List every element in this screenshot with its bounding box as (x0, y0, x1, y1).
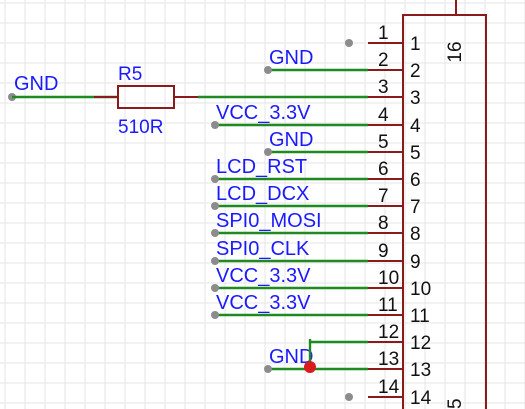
pin-row-14[interactable]: 14 14 (345, 377, 432, 409)
net-endpoint-11[interactable] (211, 311, 219, 319)
pin-row-9[interactable]: 99 SPI0_CLK (211, 238, 421, 273)
net-endpoint-9[interactable] (211, 257, 219, 265)
resistor-designator: R5 (118, 64, 142, 85)
net-endpoint-2[interactable] (264, 66, 272, 74)
net-label-10: VCC_3.3V (216, 265, 311, 287)
net-label-7: LCD_DCX (216, 183, 309, 205)
part-rotated-label-16: 16 (445, 41, 466, 62)
pin-row-2[interactable]: 22 GND (264, 47, 421, 82)
pin-number-2: 2 (378, 50, 389, 71)
pin-number-3: 3 (378, 77, 389, 98)
net-endpoint-7[interactable] (211, 202, 219, 210)
net-label-5: GND (269, 129, 313, 151)
pin-name-13: 13 (410, 360, 431, 381)
net-label-11: VCC_3.3V (216, 292, 311, 314)
left-gnd-label: GND (14, 73, 58, 95)
pin-number-4: 4 (378, 105, 389, 126)
pin-name-5: 5 (410, 143, 421, 164)
pin-name-2: 2 (410, 61, 421, 82)
net-label-9: SPI0_CLK (216, 238, 310, 260)
pin-name-14: 14 (410, 388, 432, 409)
pin-endpoint-14[interactable] (345, 393, 353, 401)
net-endpoint-6[interactable] (211, 175, 219, 183)
pin-row-4[interactable]: 44 VCC_3.3V (211, 102, 421, 137)
pin-name-10: 10 (410, 279, 431, 300)
pin-name-12: 12 (410, 333, 431, 354)
resistor-value: 510R (118, 117, 163, 138)
net-endpoint-8[interactable] (211, 229, 219, 237)
pin-row-1[interactable]: 11 (345, 23, 421, 55)
pin-number-14: 14 (378, 377, 400, 398)
pin-row-3[interactable]: 33 (368, 77, 421, 109)
net-label-2: GND (269, 47, 313, 69)
pin-row-12[interactable]: 12 12 (310, 322, 431, 354)
part-body (402, 14, 487, 409)
net-label-8: SPI0_MOSI (216, 210, 322, 232)
pin-number-7: 7 (378, 186, 389, 207)
pin-endpoint-1[interactable] (345, 39, 353, 47)
net-endpoint-4[interactable] (211, 121, 219, 129)
pin-row-13[interactable]: 13 13 GND (264, 346, 431, 381)
junction-dot[interactable] (304, 361, 316, 373)
pin-row-6[interactable]: 66 LCD_RST (211, 156, 421, 191)
pin-name-4: 4 (410, 116, 421, 137)
pin-number-13: 13 (378, 349, 399, 370)
resistor-body[interactable] (117, 85, 175, 109)
net-label-6: LCD_RST (216, 156, 307, 178)
pin-number-11: 11 (378, 295, 398, 316)
pin-number-9: 9 (378, 241, 389, 262)
net-endpoint-5[interactable] (264, 148, 272, 156)
connector-part[interactable]: 16 5 (402, 0, 487, 409)
pin-number-1: 1 (378, 23, 389, 44)
pin-row-10[interactable]: 10 10 VCC_3.3V (211, 265, 431, 300)
pin-row-8[interactable]: 88 SPI0_MOSI (211, 210, 421, 245)
pin-name-11: 11 (410, 306, 430, 327)
pin-name-8: 8 (410, 224, 421, 245)
pin-name-3: 3 (410, 88, 421, 109)
resistor-branch[interactable]: GND R5 510R (8, 64, 368, 138)
pin-name-7: 7 (410, 197, 421, 218)
pin-number-8: 8 (378, 213, 389, 234)
net-label-4: VCC_3.3V (216, 102, 311, 124)
pin-number-6: 6 (378, 159, 389, 180)
pin-name-1: 1 (410, 34, 421, 55)
pin-name-6: 6 (410, 170, 421, 191)
pin-row-11[interactable]: 11 11 VCC_3.3V (211, 292, 430, 327)
net-label-13: GND (269, 346, 313, 368)
pin-number-12: 12 (378, 322, 399, 343)
pin-rows: 1122GND3344VCC_3.3V55GND66LCD_RST77LCD_D… (211, 23, 432, 409)
net-endpoint-10[interactable] (211, 284, 219, 292)
part-rotated-label-5: 5 (445, 398, 466, 409)
pin-number-5: 5 (378, 132, 389, 153)
pin-row-5[interactable]: 55 GND (264, 129, 421, 164)
pin-row-7[interactable]: 77 LCD_DCX (211, 183, 421, 218)
net-endpoint-13[interactable] (264, 365, 272, 373)
pin-name-9: 9 (410, 252, 421, 273)
pin-number-10: 10 (378, 268, 399, 289)
